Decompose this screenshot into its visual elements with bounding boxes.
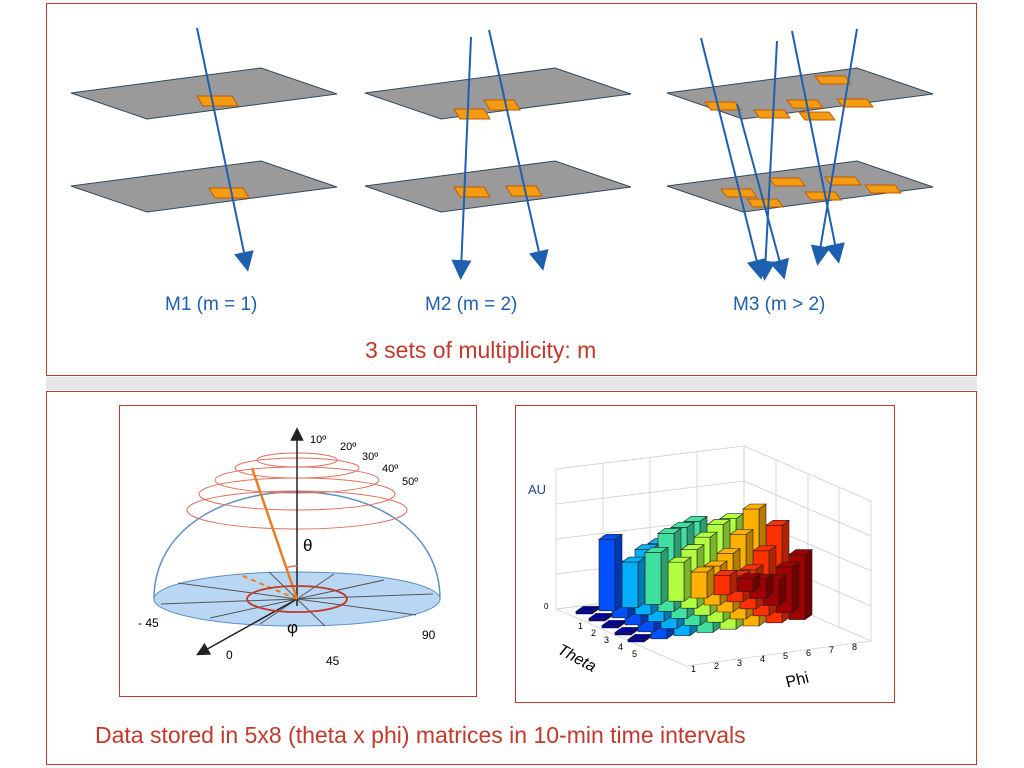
histogram-3d	[555, 445, 872, 667]
phi-tick: 4	[760, 654, 766, 665]
histogram-bar-face	[598, 539, 616, 612]
theta-symbol: θ	[303, 536, 313, 555]
histogram-bar-face	[627, 639, 645, 643]
histogram-bar-face	[598, 534, 623, 540]
histogram-bar-face	[706, 566, 715, 599]
phi-tick: 2	[714, 660, 720, 671]
phi-tick: 3	[737, 657, 743, 668]
histogram-bar-face	[713, 575, 731, 596]
zenith-label-10: 10º	[310, 434, 327, 446]
zenith-label-40: 40º	[382, 463, 399, 475]
theta-tick: 4	[618, 642, 624, 652]
panel-separator	[46, 377, 977, 390]
histogram-bar-face	[670, 522, 695, 528]
histogram-bar-face	[736, 573, 761, 579]
theta-tick: 3	[604, 635, 610, 645]
histogram-bar-face	[736, 578, 754, 592]
histogram-bar-face	[716, 548, 741, 554]
histogram-bar-face	[765, 520, 790, 526]
phi-tick: 1	[691, 664, 697, 674]
histogram-bar-face	[752, 545, 777, 552]
histogram-bar-face	[614, 627, 639, 633]
histogram-bar-face	[627, 634, 652, 640]
multiplicity-panel: M1 (m = 1) M2 (m = 2) M3 (m > 2) 3 sets …	[46, 3, 977, 376]
histogram-bar-face	[644, 547, 669, 553]
azimuth-label-90: 90	[422, 628, 436, 642]
histogram-bar-face	[778, 574, 787, 607]
zenith-label-30: 30º	[362, 451, 379, 463]
theta-tick: 2	[591, 628, 597, 638]
theta-tick: 1	[578, 621, 584, 631]
histogram-bar-face	[588, 613, 613, 619]
histogram-bar-face	[804, 549, 813, 621]
label-m3: M3 (m > 2)	[733, 294, 826, 315]
azimuth-label-45: 45	[326, 654, 340, 668]
histogram-bar-face	[601, 625, 619, 629]
hemisphere-figure: 10º 20º 30º 40º 50º θ φ - 45 0 45 90	[119, 405, 477, 697]
histogram-bars	[575, 503, 813, 643]
histogram-bar-face	[621, 556, 646, 563]
histogram-bar-face	[791, 561, 800, 614]
histogram-bar-face	[719, 513, 744, 519]
histogram-bar-face	[667, 561, 685, 602]
azimuth-label-neg45: - 45	[138, 616, 159, 630]
data-storage-caption: Data stored in 5x8 (theta x phi) matrice…	[95, 722, 746, 748]
z-axis-tick-0: 0	[544, 602, 549, 611]
histogram-bar-face	[621, 561, 639, 608]
m1-detector-set	[70, 27, 338, 272]
histogram-bar-face	[657, 528, 682, 534]
histogram-bar-face	[693, 531, 718, 538]
histogram-bar-face	[667, 556, 692, 563]
histogram-bar-face	[683, 516, 708, 522]
label-m1: M1 (m = 1)	[165, 294, 258, 315]
histogram-bar-face	[680, 544, 705, 550]
histogram-bar-face	[739, 564, 764, 571]
m3-detector-set	[666, 28, 934, 281]
histogram-bar-face	[703, 560, 728, 567]
histogram-bar-face	[660, 546, 669, 605]
histogram-bar-face	[683, 556, 692, 602]
phi-symbol: φ	[287, 618, 299, 637]
histogram-bar-face	[614, 533, 623, 612]
zenith-label-50: 50º	[402, 476, 419, 488]
histogram-bar-face	[690, 566, 715, 573]
histogram-bar-face	[742, 503, 767, 510]
histogram-bar-face	[713, 570, 738, 576]
phi-tick: 7	[829, 644, 835, 655]
hemisphere-diagram	[153, 427, 441, 656]
zenith-label-20: 20º	[340, 441, 357, 453]
data-storage-panel: 10º 20º 30º 40º 50º θ φ - 45 0 45 90	[46, 391, 977, 765]
label-m2: M2 (m = 2)	[425, 294, 518, 315]
theta-tick: 5	[632, 649, 638, 659]
histogram-bar-face	[601, 620, 626, 626]
phi-tick: 5	[783, 651, 789, 662]
detector-planes-diagram	[70, 27, 934, 281]
histogram-bar-face	[706, 519, 731, 525]
z-axis-label: AU	[528, 482, 547, 497]
histogram-bar-face	[588, 618, 606, 622]
histogram-bar-face	[690, 571, 708, 599]
histogram-bar-face	[729, 529, 754, 535]
phi-tick: 6	[806, 648, 812, 658]
histogram-bar-face	[575, 611, 593, 615]
multiplicity-caption: 3 sets of multiplicity: m	[365, 337, 597, 363]
phi-tick: 8	[852, 641, 858, 652]
histogram-bar-face	[644, 552, 662, 605]
histogram-bar-face	[775, 561, 800, 568]
histogram-bar-face	[614, 632, 632, 636]
histogram-bar-face	[788, 549, 813, 555]
m2-detector-set	[364, 29, 632, 280]
histogram-bar-face	[575, 606, 600, 612]
azimuth-label-0: 0	[226, 648, 233, 662]
histogram-bar-face	[637, 556, 646, 609]
